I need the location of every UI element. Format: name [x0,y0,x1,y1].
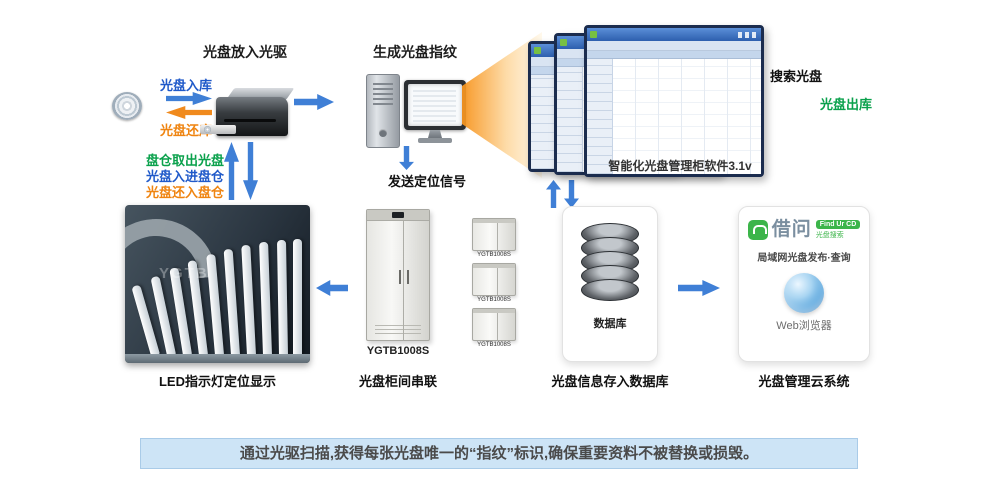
bin-return-label: 光盘还入盘仓 [146,185,225,200]
cloud-brand-icon [747,220,768,240]
computer-tower-icon [366,74,400,148]
mini-cabinet-label: YGTB1008S [477,342,511,348]
mini-cabinet-label: YGTB1008S [477,297,511,303]
cloud-panel: 借问 Find Ur CD 光盘搜索 局域网光盘发布·查询 Web浏览器 [738,206,870,362]
software-window-front [584,25,764,177]
led-caption: LED指示灯定位显示 [158,374,276,389]
disc-in-label: 光盘入库 [160,78,213,93]
cloud-brand-row: 借问 Find Ur CD 光盘搜索 [739,220,869,240]
bin-take-out-label: 盘仓取出光盘 [146,153,225,168]
cloud-caption: 光盘管理云系统 [758,374,850,389]
arrow-send-signal-icon [399,146,414,170]
arrow-bin-down-icon [243,142,258,200]
cabinet-caption: 光盘柜间串联 [358,374,437,389]
watermark-label: YGTB [159,265,209,282]
cloud-badge: Find Ur CD [815,220,861,229]
mini-cabinet: YGTB1008S [468,218,520,258]
computer-monitor-icon [404,80,466,130]
cabinet-model-label: YGTB1008S [366,345,430,357]
bin-put-in-label: 光盘入进盘仓 [146,169,225,184]
web-browser-label: Web浏览器 [776,320,832,332]
mini-cabinet: YGTB1008S [468,308,520,348]
mini-cabinet-icon [472,263,516,296]
cabinet-display-icon [392,212,404,218]
window-toolbar [587,41,761,51]
mini-cabinet: YGTB1008S [468,263,520,303]
arrow-db-to-cloud-icon [678,280,720,296]
send-signal-label: 发送定位信号 [388,174,467,189]
database-icon [563,223,657,301]
mini-cabinet-icon [472,308,516,341]
led-photo: YGTB [125,205,310,363]
monitor-neck-icon [428,130,442,138]
drive-section-title: 光盘放入光驱 [203,44,287,60]
disc-cabinet-icon [366,209,430,341]
cabinet-photo: YGTB1008S [348,205,448,363]
monitor-base-icon [418,138,452,143]
mini-cabinet-stack: YGTB1008S YGTB1008S YGTB1008S [468,218,520,353]
cd-icon [112,92,142,120]
arrow-disc-return-icon [166,106,212,119]
software-name-label: 智能化光盘管理柜软件3.1v [608,159,752,173]
database-caption: 光盘信息存入数据库 [551,374,669,389]
arrow-db-to-software-icon [546,180,561,208]
disc-drive-icon [200,88,295,136]
arrow-drive-to-computer-icon [294,94,334,110]
disc-return-label: 光盘还库 [160,123,213,138]
arrow-cabinet-to-led-icon [316,280,350,296]
search-disc-label: 搜索光盘 [770,69,823,84]
cloud-desc: 局域网光盘发布·查询 [757,253,851,264]
mini-cabinet-icon [472,218,516,251]
web-globe-icon [784,273,824,313]
database-label: 数据库 [593,318,627,330]
database-panel: 数据库 [562,206,658,362]
arrow-bin-up-icon [224,142,239,200]
window-titlebar [587,28,761,41]
summary-banner: 通过光驱扫描,获得每张光盘唯一的“指纹”标识,确保重要资料不被替换或损毁。 [140,438,858,469]
arrow-software-to-db-icon [564,180,579,208]
fingerprint-section-title: 生成光盘指纹 [373,44,457,60]
mini-cabinet-label: YGTB1008S [477,252,511,258]
cloud-tagline: 光盘搜索 [815,232,844,239]
disc-out-label: 光盘出库 [820,97,873,112]
cloud-brand-label: 借问 [771,219,812,240]
